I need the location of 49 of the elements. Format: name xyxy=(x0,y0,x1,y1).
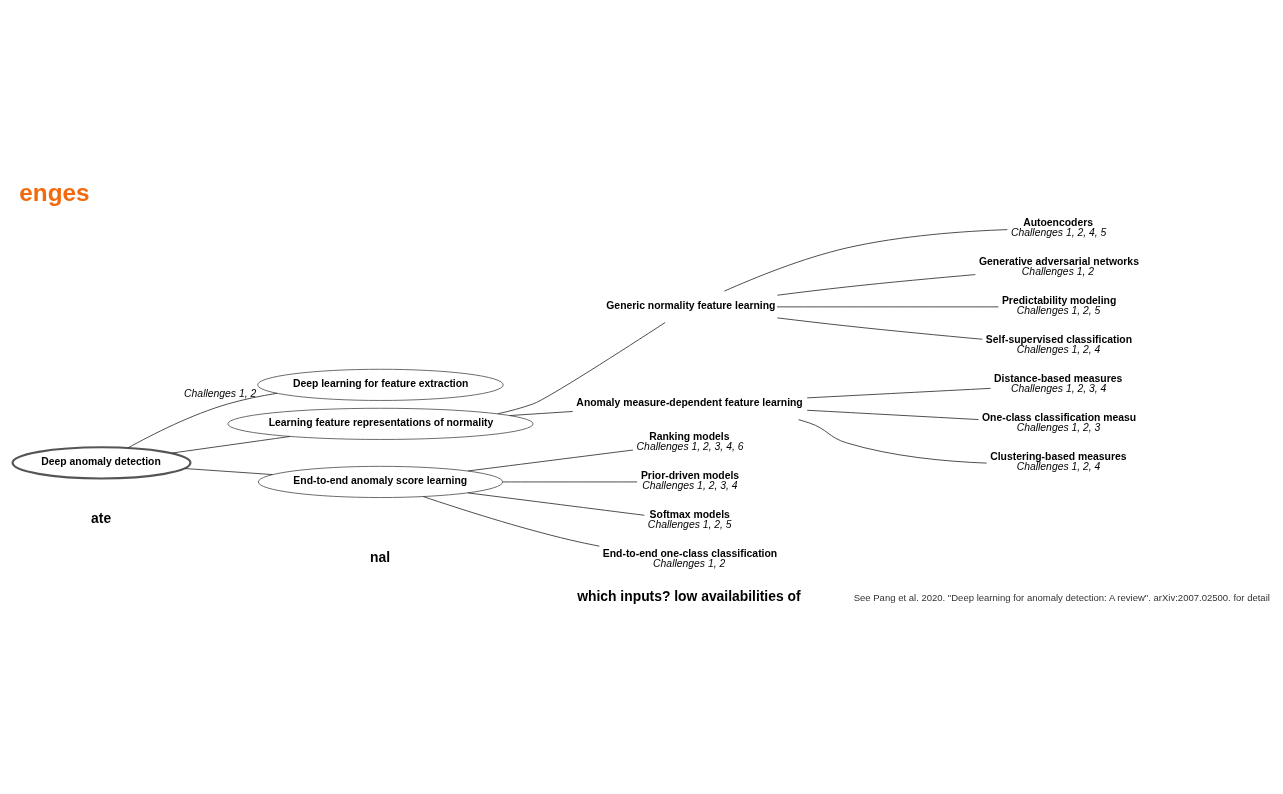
connector xyxy=(798,419,988,464)
node-text: Prior-driven models xyxy=(640,469,740,481)
node-label: Challenges 1, 2 xyxy=(653,558,726,570)
node-label: Challenges 1, 2, 3 xyxy=(1016,422,1101,434)
node-text: Predictability modeling xyxy=(1001,294,1117,306)
node-label: Challenges 1, 2, 5 xyxy=(647,519,732,531)
node-ellipse: Deep learning for feature extraction xyxy=(257,368,504,401)
node-label: Challenges 1, 2, 4 xyxy=(1016,461,1101,473)
connector xyxy=(806,387,991,399)
connector xyxy=(723,229,1008,292)
node-label: Challenges 1, 2, 5 xyxy=(1016,305,1101,317)
node-label: Challenges 1, 2, 4, 5 xyxy=(1011,227,1107,239)
connector xyxy=(776,317,983,340)
node-text: One-class classification measu xyxy=(981,411,1137,423)
connector xyxy=(509,411,574,416)
node-text: Generic normality feature learning xyxy=(606,299,776,311)
connector xyxy=(806,409,979,420)
connector xyxy=(422,496,600,547)
node-text: Generative adversarial networks xyxy=(978,255,1139,267)
node-text: Clustering-based measures xyxy=(990,450,1127,462)
node-text: Autoencoders xyxy=(1023,216,1093,228)
node-text: Softmax models xyxy=(649,508,730,520)
connector xyxy=(502,481,638,483)
node-ellipse: End-to-end anomaly score learning xyxy=(257,465,504,498)
node-text: Distance-based measures xyxy=(994,372,1123,384)
connector xyxy=(776,274,976,296)
label: See Pang et al. 2020. "Deep learning for anomaly detection: A review". arXiv:2007.02500. for detail xyxy=(853,592,1270,604)
connector xyxy=(467,492,645,516)
connector xyxy=(127,392,278,449)
node-label: Challenges 1, 2 xyxy=(1021,266,1095,278)
label: which inputs? low availabilities of xyxy=(577,588,801,605)
node-label: Challenges 1, 2, 3, 4 xyxy=(1011,383,1107,395)
node-ellipse: Deep anomaly detection xyxy=(11,446,192,480)
node-label: Challenges 1, 2, 4 xyxy=(1016,344,1101,356)
node-label: Challenges 1, 2, 3, 4, 6 xyxy=(636,441,744,453)
label: ate xyxy=(91,510,112,527)
connector xyxy=(467,449,634,472)
node-text: End-to-end one-class classification xyxy=(602,547,778,559)
node-ellipse: Learning feature representations of normality xyxy=(227,407,534,440)
node-text: Ranking models xyxy=(649,430,730,442)
connector xyxy=(184,468,273,475)
connector xyxy=(171,436,291,454)
node-text: Anomaly measure-dependent feature learning xyxy=(576,396,803,408)
node-text: Self-supervised classification xyxy=(985,333,1132,345)
diagram-title: enges xyxy=(19,179,90,207)
node-label: Challenges 1, 2 xyxy=(184,387,257,399)
node-label: Challenges 1, 2, 3, 4 xyxy=(642,480,738,492)
label: nal xyxy=(370,549,391,566)
connector xyxy=(497,322,666,415)
